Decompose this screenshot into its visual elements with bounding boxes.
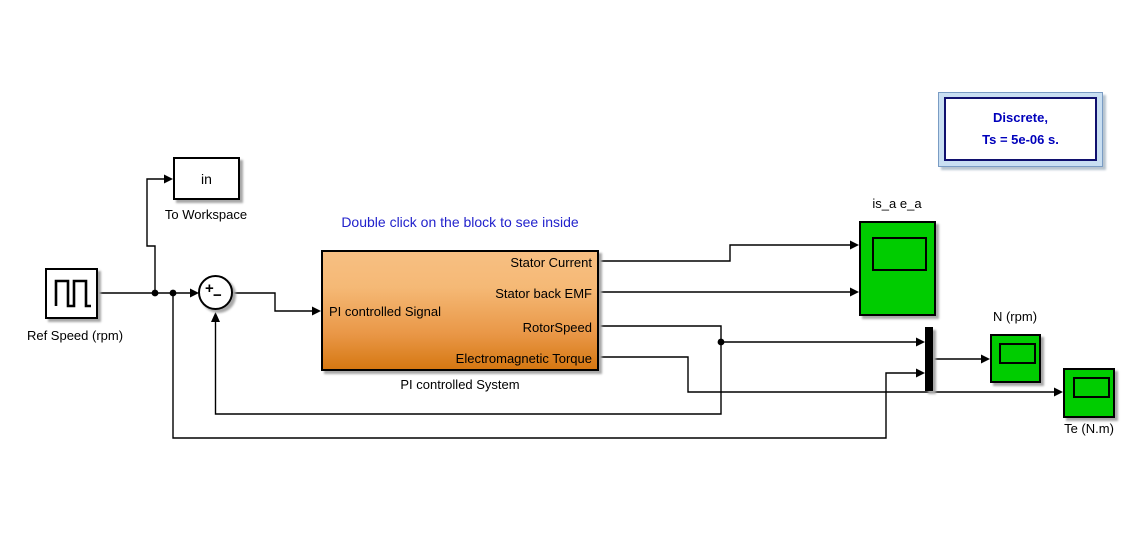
sum-plus-sign: + [205,280,214,297]
scope-n-rpm-label: N (rpm) [992,309,1038,324]
scope-n-rpm-block[interactable] [990,334,1041,383]
pulse-generator-label: Ref Speed (rpm) [26,328,124,343]
wire-rotorspeed-to-mux[interactable] [721,337,925,347]
scope-isa-ea-block[interactable] [859,221,936,316]
scope-te-block[interactable] [1063,368,1115,418]
wire-sum-to-pisystem[interactable] [233,292,321,316]
pulse-generator-block[interactable] [45,268,98,319]
scope-isa-ea-label: is_a e_a [872,196,922,211]
scope-display [1073,377,1110,398]
scope-te-label: Te (N.m) [1064,421,1114,436]
wire-to-workspace[interactable] [146,174,173,294]
scope-display [999,343,1036,364]
output-port-label-stator-current: Stator Current [510,255,592,270]
double-click-annotation[interactable]: Double click on the block to see inside [341,214,579,230]
scope-display [872,237,927,271]
to-workspace-variable: in [201,170,212,187]
powergui-inner-panel: Discrete, Ts = 5e-06 s. [944,97,1097,161]
wire-refspeed-to-mux[interactable] [172,293,925,439]
output-port-label-stator-back-emf: Stator back EMF [495,286,592,301]
pi-controlled-system-block[interactable]: PI controlled Signal Stator Current Stat… [321,250,599,371]
powergui-mode-text: Discrete, [993,110,1048,125]
output-port-label-electromagnetic-torque: Electromagnetic Torque [455,351,592,366]
sum-block[interactable]: + − [198,275,233,310]
wire-stator-current[interactable] [599,240,859,262]
to-workspace-block[interactable]: in [173,157,240,200]
powergui-sample-time-text: Ts = 5e-06 s. [982,132,1059,147]
wire-mux-to-n-scope[interactable] [933,354,990,364]
mux-block[interactable] [925,327,933,391]
pi-controlled-system-label: PI controlled System [400,377,520,392]
sum-minus-sign: − [213,287,222,304]
wire-torque-to-te-scope[interactable] [599,356,1063,397]
input-port-label: PI controlled Signal [329,304,442,319]
wire-refspeed-to-sum[interactable] [98,288,199,298]
pulse-waveform-icon [54,279,91,308]
wire-stator-back-emf[interactable] [599,287,859,297]
to-workspace-label: To Workspace [164,207,248,222]
output-port-label-rotorspeed: RotorSpeed [522,320,592,335]
powergui-block[interactable]: Discrete, Ts = 5e-06 s. [938,92,1103,167]
